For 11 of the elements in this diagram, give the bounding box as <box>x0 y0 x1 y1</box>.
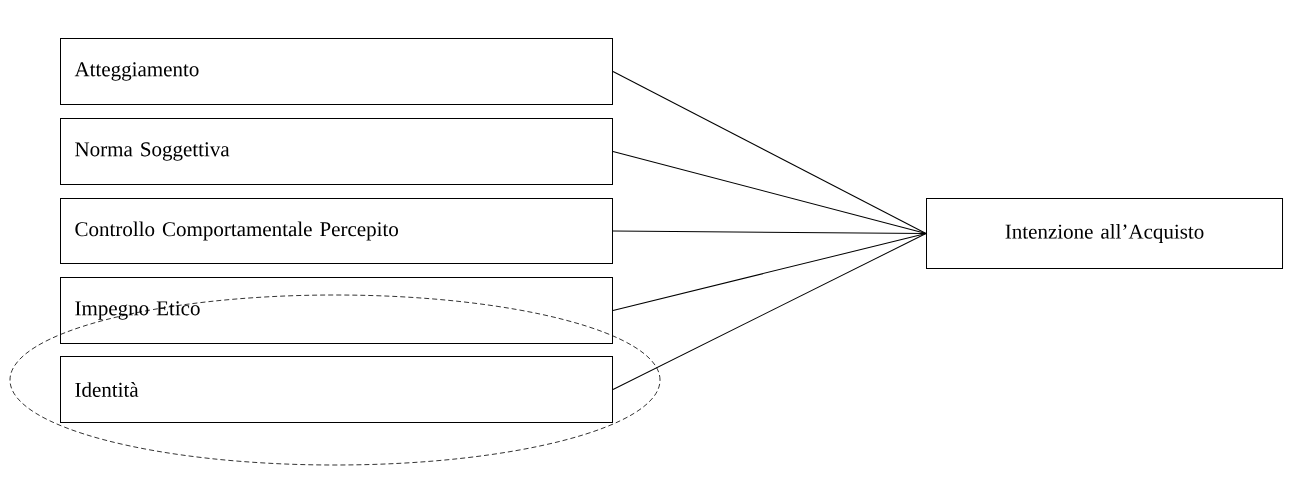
connector-line <box>612 151 927 234</box>
text-box: Controllo Comportamentale Percepito <box>60 198 613 264</box>
text-box: Norma Soggettiva <box>60 118 613 185</box>
connector-line <box>612 233 927 390</box>
dashed-ellipse <box>9 294 661 466</box>
text-box: Atteggiamento <box>60 38 613 105</box>
connector-line <box>612 233 927 311</box>
text-box: Identità <box>60 356 613 423</box>
text-box: Impegno Etico <box>60 277 613 344</box>
connector-line <box>612 71 927 234</box>
text-box: Intenzione all’Acquisto <box>926 198 1283 269</box>
